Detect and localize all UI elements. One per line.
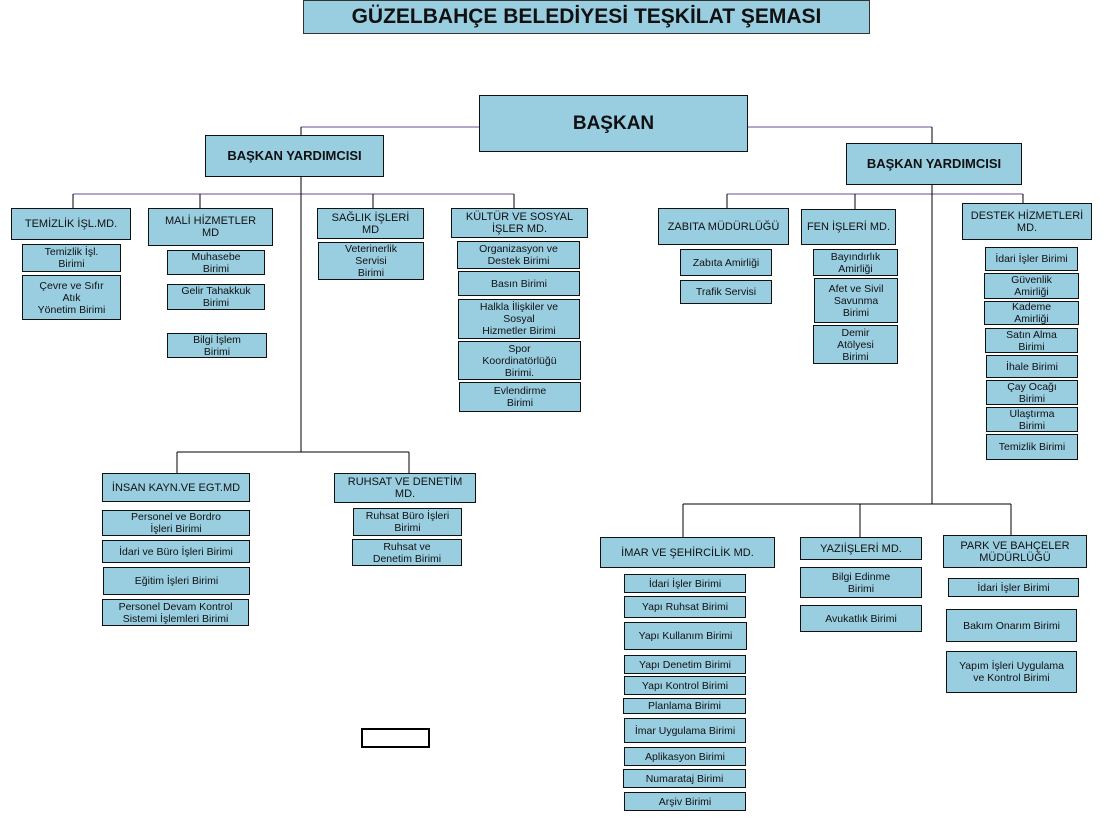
unit-box: Evlendirme Birimi xyxy=(459,382,581,412)
dept-zabita: ZABITA MÜDÜRLÜĞÜ xyxy=(658,208,789,245)
unit-box: Temizlik İşl. Birimi xyxy=(22,244,121,272)
dept-mali-hizmetler: MALİ HİZMETLER MD xyxy=(148,208,273,246)
unit-box: Basın Birimi xyxy=(458,271,580,296)
unit-box: Arşiv Birimi xyxy=(624,792,746,811)
unit-box: Bakım Onarım Birimi xyxy=(946,609,1077,642)
dept-yazi-isleri: YAZIİŞLERİ MD. xyxy=(800,537,922,560)
unit-box: İdari İşler Birimi xyxy=(948,578,1079,597)
unit-box: Personel Devam Kontrol Sistemi İşlemleri… xyxy=(102,599,249,626)
unit-box: Veterinerlik Servisi Birimi xyxy=(318,242,424,280)
unit-box: Kademe Amirliği xyxy=(984,301,1079,325)
unit-box: Trafik Servisi xyxy=(680,280,772,304)
unit-box: Çevre ve Sıfır Atık Yönetim Birimi xyxy=(22,275,121,320)
unit-box: Halkla İlişkiler ve Sosyal Hizmetler Bir… xyxy=(458,299,580,339)
unit-box: Organizasyon ve Destek Birimi xyxy=(457,241,580,269)
unit-box: Gelir Tahakkuk Birimi xyxy=(167,284,265,310)
unit-box: Yapı Kullanım Birimi xyxy=(624,622,747,650)
unit-box: Avukatlık Birimi xyxy=(800,605,922,632)
unit-box: Numarataj Birimi xyxy=(623,769,746,788)
dept-ruhsat-denetim: RUHSAT VE DENETİM MD. xyxy=(334,473,476,503)
unit-box: Yapı Denetim Birimi xyxy=(624,655,746,674)
president-box: BAŞKAN xyxy=(479,95,748,152)
dept-imar-sehircilik: İMAR VE ŞEHİRCİLİK MD. xyxy=(600,537,775,568)
unit-box: Güvenlik Amirliği xyxy=(984,273,1079,299)
unit-box: Bilgi İşlem Birimi xyxy=(167,333,267,358)
unit-box: Satın Alma Birimi xyxy=(985,328,1078,353)
unit-box: Ruhsat Büro İşleri Birimi xyxy=(353,508,462,536)
unit-box: Personel ve Bordro İşleri Birimi xyxy=(102,510,250,536)
vice-president-left-box: BAŞKAN YARDIMCISI xyxy=(205,135,384,177)
page-title: GÜZELBAHÇE BELEDİYESİ TEŞKİLAT ŞEMASI xyxy=(303,0,870,34)
vice-president-right-box: BAŞKAN YARDIMCISI xyxy=(846,143,1022,185)
dept-park-bahceler: PARK VE BAHÇELER MÜDÜRLÜĞÜ xyxy=(943,535,1087,568)
unit-box: Temizlik Birimi xyxy=(986,434,1078,460)
unit-box: Eğitim İşleri Birimi xyxy=(103,567,250,595)
unit-box: Yapı Ruhsat Birimi xyxy=(624,596,746,618)
unit-box: İdari İşler Birimi xyxy=(985,247,1078,271)
unit-box: Bayındırlık Amirliği xyxy=(813,249,898,276)
unit-box: Demir Atölyesi Birimi xyxy=(813,325,898,364)
dept-kultur: KÜLTÜR VE SOSYAL İŞLER MD. xyxy=(451,208,588,238)
unit-box: Planlama Birimi xyxy=(623,698,746,714)
unit-box: Çay Ocağı Birimi xyxy=(986,380,1078,405)
unit-box: Yapım İşleri Uygulama ve Kontrol Birimi xyxy=(946,651,1077,693)
unit-box: İhale Birimi xyxy=(986,355,1078,378)
unit-box: Ruhsat ve Denetim Birimi xyxy=(352,539,462,566)
dept-temizlik: TEMİZLİK İŞL.MD. xyxy=(11,208,131,240)
unit-box: Bilgi Edinme Birimi xyxy=(800,567,922,598)
unit-box: Muhasebe Birimi xyxy=(167,250,265,275)
unit-box: Zabıta Amirliği xyxy=(680,249,772,276)
unit-box: İdari ve Büro İşleri Birimi xyxy=(102,540,250,563)
unit-box: İdari İşler Birimi xyxy=(624,574,746,593)
unit-box: İmar Uygulama Birimi xyxy=(624,718,746,743)
dept-fen-isleri: FEN İŞLERİ MD. xyxy=(801,209,896,245)
unit-box: Afet ve Sivil Savunma Birimi xyxy=(814,278,898,323)
unit-box: Ulaştırma Birimi xyxy=(986,407,1078,432)
unit-box: Yapı Kontrol Birimi xyxy=(624,676,746,695)
dept-saglik: SAĞLIK İŞLERİ MD xyxy=(317,208,424,239)
unit-box: Spor Koordinatörlüğü Birimi. xyxy=(458,341,581,380)
empty-rectangle xyxy=(361,728,430,748)
dept-insan-kaynaklari: İNSAN KAYN.VE EGT.MD xyxy=(102,473,250,502)
dept-destek-hizmetleri: DESTEK HİZMETLERİ MD. xyxy=(962,203,1092,240)
unit-box: Aplikasyon Birimi xyxy=(624,747,746,766)
